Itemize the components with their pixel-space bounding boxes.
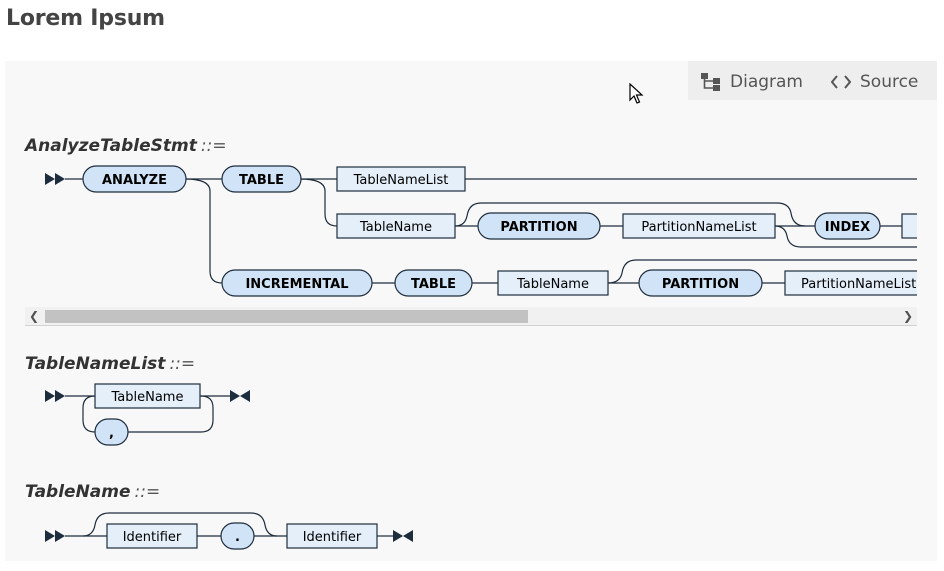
svg-text:TABLE: TABLE (239, 173, 284, 188)
nonterminal-partitionnamelist[interactable]: PartitionNameList (622, 213, 776, 239)
diagram-tab-label: Diagram (730, 72, 803, 92)
svg-text:PARTITION: PARTITION (500, 220, 577, 235)
page-title: Lorem Ipsum (6, 6, 165, 31)
svg-text:,: , (109, 426, 114, 441)
production-title-tablenamelist: TableNameList::= (25, 354, 195, 374)
nonterminal-truncated[interactable] (901, 213, 917, 239)
scroll-left-arrow-icon[interactable]: ❮ (29, 309, 40, 323)
production-definer: ::= (134, 482, 161, 502)
terminal-partition: PARTITION (477, 212, 601, 240)
svg-text:PartitionNameList: PartitionNameList (801, 277, 916, 292)
nonterminal-tablenamelist[interactable]: TableNameList (336, 166, 466, 192)
nonterminal-tablename[interactable]: TableName (94, 383, 201, 409)
production-name: AnalyzeTableStmt (25, 136, 197, 156)
nonterminal-identifier-2[interactable]: Identifier (286, 523, 378, 549)
production-title-analyzetablestmt: AnalyzeTableStmt::= (25, 136, 227, 156)
nonterminal-tablename[interactable]: TableName (336, 213, 456, 239)
code-brackets-icon (831, 74, 851, 90)
source-tab-label: Source (860, 72, 919, 92)
production-definer: ::= (200, 136, 227, 156)
svg-text:TableName: TableName (359, 220, 432, 235)
svg-text:TableName: TableName (111, 390, 184, 405)
terminal-table: TABLE (221, 165, 302, 193)
svg-text:INDEX: INDEX (825, 220, 870, 235)
mouse-pointer-icon (629, 82, 645, 109)
terminal-comma: , (94, 418, 129, 446)
terminal-dot: . (220, 522, 255, 550)
production-definer: ::= (169, 354, 196, 374)
terminal-table-2: TABLE (394, 269, 473, 297)
svg-text:Identifier: Identifier (303, 530, 362, 545)
diagram-tree-icon (701, 73, 721, 91)
source-tab-button[interactable]: Source (831, 70, 918, 94)
svg-text:TableName: TableName (516, 277, 589, 292)
svg-text:TableNameList: TableNameList (353, 173, 449, 188)
view-toggle: Diagram Source (688, 61, 937, 100)
railroad-diagram-analyzetablestmt: ANALYZE TABLE TableNameList TableName PA… (25, 161, 917, 301)
svg-text:TABLE: TABLE (411, 277, 456, 292)
svg-text:PARTITION: PARTITION (662, 277, 739, 292)
production-name: TableNameList (25, 354, 166, 374)
production-name: TableName (25, 482, 131, 502)
scrollbar-thumb[interactable] (45, 310, 528, 323)
svg-text:Identifier: Identifier (123, 530, 182, 545)
svg-text:INCREMENTAL: INCREMENTAL (245, 277, 348, 292)
railroad-diagram-tablenamelist: TableName , (25, 379, 275, 449)
railroad-diagram-tablename: Identifier . Identifier (25, 508, 445, 558)
diagram-tab-button[interactable]: Diagram (701, 70, 803, 94)
svg-text:ANALYZE: ANALYZE (102, 173, 167, 188)
terminal-partition-2: PARTITION (638, 269, 763, 297)
nonterminal-partitionnamelist-2[interactable]: PartitionNameList (784, 270, 917, 296)
terminal-analyze: ANALYZE (82, 165, 187, 193)
terminal-incremental: INCREMENTAL (221, 269, 373, 297)
nonterminal-identifier[interactable]: Identifier (106, 523, 198, 549)
railroad-panel: Diagram Source AnalyzeTableStmt::= (5, 61, 937, 561)
horizontal-scrollbar[interactable]: ❮ ❯ (25, 307, 917, 326)
scroll-right-arrow-icon[interactable]: ❯ (902, 309, 913, 323)
terminal-index: INDEX (814, 212, 881, 240)
svg-text:.: . (235, 530, 240, 545)
production-title-tablename: TableName::= (25, 482, 160, 502)
svg-text:PartitionNameList: PartitionNameList (641, 220, 756, 235)
nonterminal-tablename-2[interactable]: TableName (497, 270, 609, 296)
